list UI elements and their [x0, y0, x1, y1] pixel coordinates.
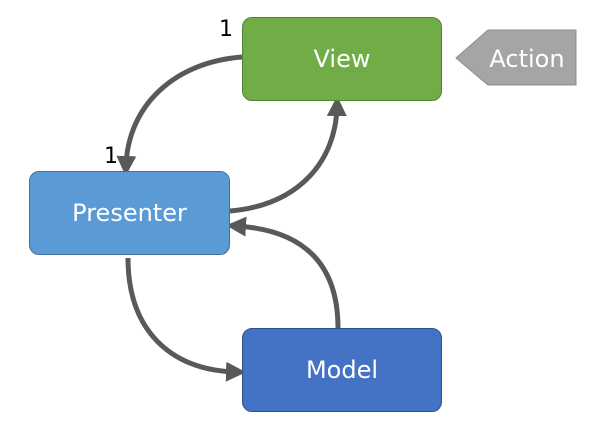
multiplicity-view: 1	[219, 17, 233, 42]
model-label: Model	[305, 356, 379, 384]
arrow-model-to-presenter	[226, 216, 341, 329]
action-arrow-shape	[455, 29, 577, 86]
multiplicity-presenter: 1	[104, 144, 118, 169]
presenter-node[interactable]: Presenter	[29, 171, 230, 255]
model-node[interactable]: Model	[242, 328, 442, 412]
presenter-label: Presenter	[72, 199, 187, 227]
arrow-presenter-to-view	[229, 96, 347, 214]
view-label: View	[313, 45, 371, 73]
view-node[interactable]: View	[242, 17, 442, 101]
action-label: Action	[489, 45, 565, 73]
arrow-view-to-presenter	[116, 54, 243, 176]
arrow-presenter-to-model	[125, 257, 246, 382]
